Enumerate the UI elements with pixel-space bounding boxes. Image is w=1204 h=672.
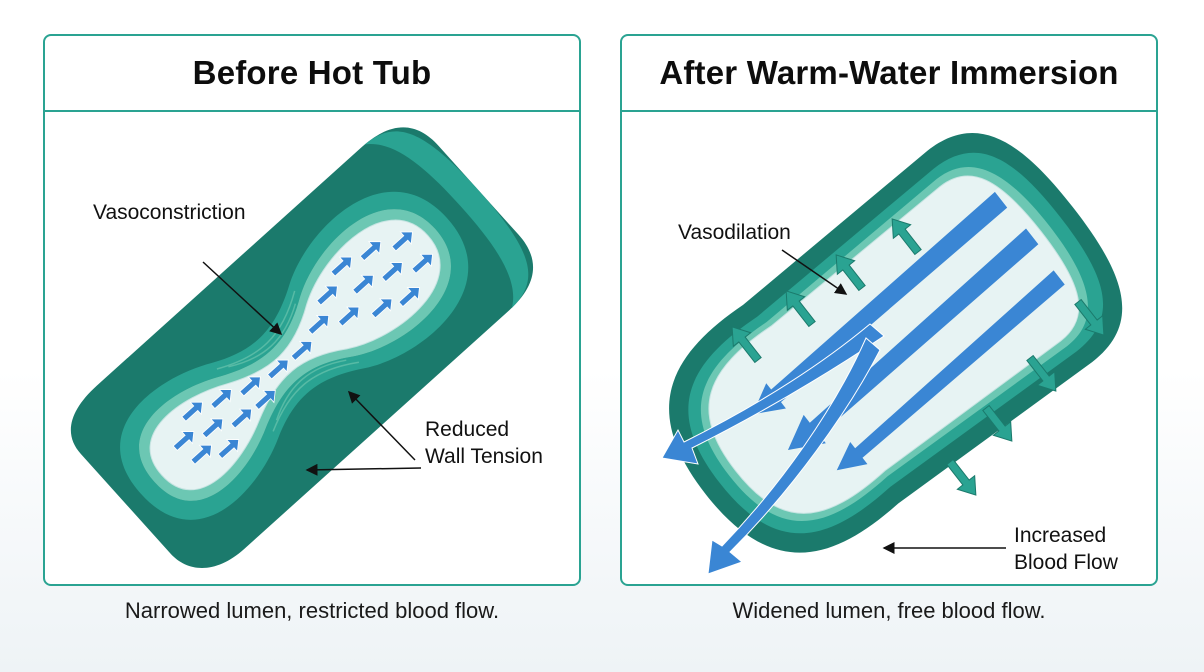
vasoconstriction-label: Vasoconstriction bbox=[93, 201, 246, 224]
after-caption: Widened lumen, free blood flow. bbox=[732, 598, 1046, 623]
after-panel: After Warm-Water Immersion bbox=[620, 34, 1158, 586]
before-panel-title: Before Hot Tub bbox=[192, 54, 432, 91]
vasoconstriction-leader bbox=[202, 261, 283, 336]
expansion-arrow-se-3 bbox=[982, 404, 1013, 442]
expansion-arrow-nw-2 bbox=[785, 290, 816, 328]
increased-blood-flow-label-line2: Blood Flow bbox=[1014, 551, 1118, 574]
expansion-arrow-nw-1 bbox=[731, 326, 762, 364]
constricted-vessel-svg bbox=[70, 127, 533, 568]
reduced-wall-tension-label-line2: Wall Tension bbox=[425, 445, 543, 468]
reduced-wall-tension-label-line1: Reduced bbox=[425, 418, 510, 441]
annotation-leaders bbox=[202, 261, 422, 476]
constricted-vessel bbox=[70, 127, 533, 568]
annotation-leaders-right bbox=[781, 249, 1006, 554]
expansion-arrow-se-1 bbox=[1074, 298, 1105, 336]
after-panel-title: After Warm-Water Immersion bbox=[659, 54, 1119, 91]
after-panel-header: After Warm-Water Immersion bbox=[622, 36, 1156, 112]
vessel-wall-band bbox=[120, 191, 469, 520]
vasodilation-label: Vasodilation bbox=[678, 221, 791, 244]
expansion-arrow-se-2 bbox=[1026, 354, 1057, 392]
dilated-vessel-svg bbox=[661, 133, 1123, 575]
expansion-arrow-nw-4 bbox=[891, 218, 922, 256]
expansion-arrow-nw-3 bbox=[835, 254, 866, 292]
vasodilation-leader bbox=[781, 249, 848, 295]
tension-leader-lower bbox=[305, 463, 422, 476]
before-panel: Before Hot Tub bbox=[43, 34, 581, 586]
before-panel-header: Before Hot Tub bbox=[45, 36, 579, 112]
restricted-flow-arrows bbox=[172, 231, 433, 465]
increased-blood-flow-label-line1: Increased bbox=[1014, 524, 1107, 547]
dilated-vessel bbox=[669, 133, 1123, 553]
tension-leader-upper bbox=[347, 390, 416, 461]
wall-striations bbox=[216, 290, 360, 432]
before-illustration: Vasoconstriction Reduced Wall Tension bbox=[45, 112, 579, 584]
expansion-arrow-se-4 bbox=[946, 458, 977, 496]
after-illustration: Vasodilation Increased Blood Flow bbox=[622, 112, 1156, 584]
before-caption: Narrowed lumen, restricted blood flow. bbox=[124, 598, 500, 623]
exiting-flow-arrows bbox=[661, 323, 885, 575]
vessel-cut-face bbox=[364, 131, 529, 308]
outward-expansion-arrows bbox=[731, 218, 1105, 496]
